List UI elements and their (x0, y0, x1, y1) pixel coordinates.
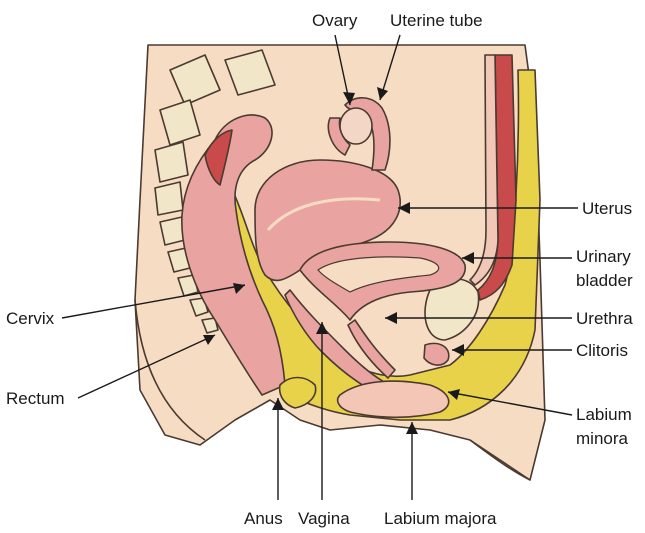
label-labium-minora-line2: minora (576, 429, 629, 448)
label-vagina: Vagina (298, 509, 350, 528)
label-ovary: Ovary (312, 11, 358, 30)
label-rectum: Rectum (6, 389, 65, 408)
labia-shape (338, 381, 449, 417)
label-urethra: Urethra (576, 309, 633, 328)
label-urinary-bladder-line1: Urinary (576, 247, 631, 266)
label-cervix: Cervix (6, 309, 55, 328)
label-labium-majora: Labium majora (384, 509, 497, 528)
clitoris-shape (424, 343, 449, 365)
label-uterine-tube: Uterine tube (390, 11, 483, 30)
label-uterus: Uterus (582, 199, 632, 218)
label-labium-minora-line1: Labium (576, 405, 632, 424)
label-anus: Anus (244, 509, 283, 528)
label-urinary-bladder-line2: bladder (576, 271, 633, 290)
label-clitoris: Clitoris (576, 341, 628, 360)
